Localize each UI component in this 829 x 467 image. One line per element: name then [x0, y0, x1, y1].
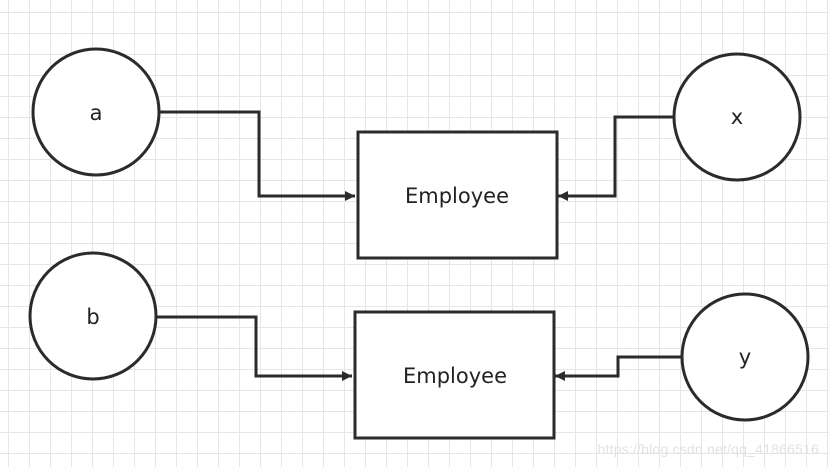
- node-x-label: x: [731, 105, 743, 129]
- node-employee-top[interactable]: Employee: [356, 130, 559, 260]
- connectors: [156, 110, 683, 381]
- node-b[interactable]: b: [28, 251, 158, 381]
- node-a[interactable]: a: [31, 47, 161, 177]
- watermark-text: https://blog.csdn.net/qq_41866516: [597, 441, 819, 457]
- node-y-label: y: [739, 345, 751, 369]
- node-y[interactable]: y: [680, 292, 810, 422]
- node-employee-bottom-shape: [353, 310, 556, 440]
- node-y-shape: [680, 292, 810, 422]
- node-x[interactable]: x: [672, 52, 802, 182]
- node-b-shape: [28, 251, 158, 381]
- node-x-shape: [672, 52, 802, 182]
- node-employee-top-shape: [356, 130, 559, 260]
- node-a-shape: [31, 47, 161, 177]
- edge-b-to-employee-bottom: [156, 315, 352, 381]
- edge-y-to-employee-bottom: [555, 355, 683, 381]
- node-a-label: a: [90, 101, 103, 125]
- edge-x-to-employee-top: [558, 115, 674, 201]
- node-employee-bottom[interactable]: Employee: [353, 310, 556, 440]
- node-b-label: b: [86, 305, 99, 329]
- node-employee-bottom-label: Employee: [403, 364, 507, 388]
- node-employee-top-label: Employee: [405, 184, 509, 208]
- edge-a-to-employee-top: [160, 110, 355, 201]
